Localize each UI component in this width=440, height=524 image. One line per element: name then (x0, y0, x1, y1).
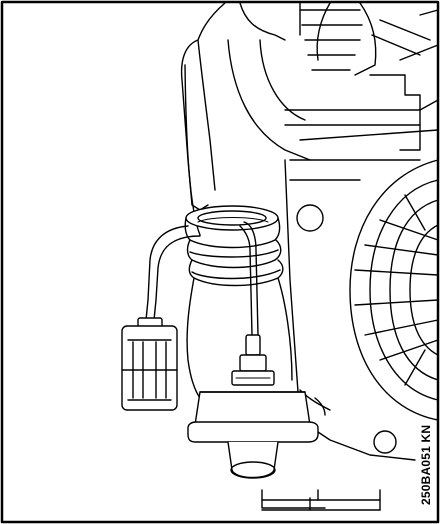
fuel-hose (145, 225, 201, 321)
base-line-marks (261, 489, 381, 511)
tank-filler-neck (184, 205, 293, 411)
hook-wire (239, 221, 259, 336)
starter-fan (349, 159, 439, 421)
tank-cap (187, 334, 319, 479)
engine-housing (180, 2, 439, 461)
figure-reference-code: 250BA051 KN (419, 424, 433, 505)
fuel-filter (121, 317, 178, 411)
